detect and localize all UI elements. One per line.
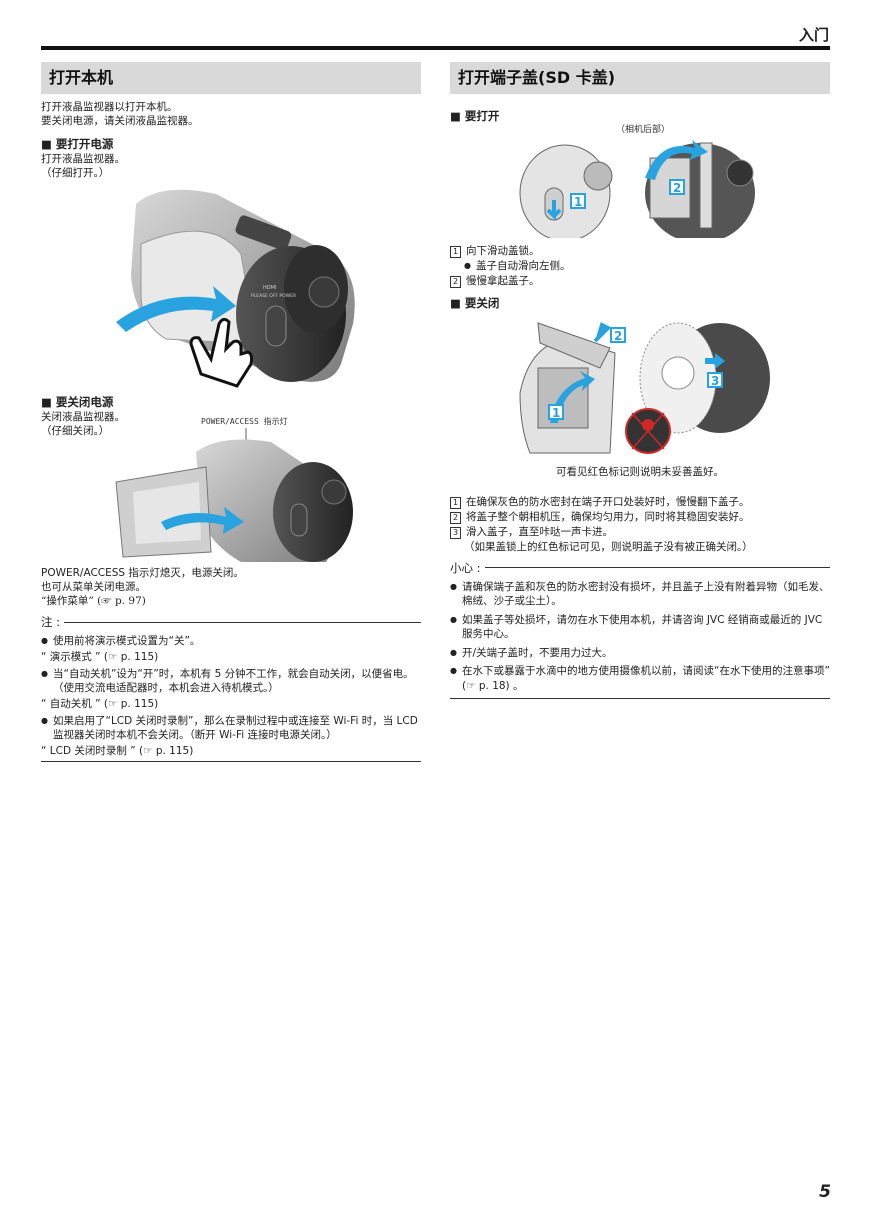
note-end-rule <box>41 760 421 762</box>
caution-heading: 小心 : <box>450 560 830 576</box>
intro-line: 要关闭电源，请关闭液晶监视器。 <box>41 115 199 127</box>
step-text: 慢慢拿起盖子。 <box>466 274 540 287</box>
caution-item[interactable]: 在水下或暴露于水滴中的地方使用摄像机以前，请阅读“在水下使用的注意事项” (☞ … <box>450 664 830 693</box>
close-marker-3: 3 <box>711 374 719 388</box>
open-step: 2 慢慢拿起盖子。 <box>450 274 830 289</box>
step-number: 2 <box>450 275 461 288</box>
step-text: 在确保灰色的防水密封在端子开口处装好时，慢慢翻下盖子。 <box>466 495 750 508</box>
power-access-callout: POWER/ACCESS 指示灯 <box>201 416 288 426</box>
step-number: 3 <box>450 526 461 539</box>
intro-line: 打开液晶监视器以打开本机。 <box>41 101 178 113</box>
open-cover-illustration: （相机后部） 1 2 <box>519 123 755 238</box>
note-ref-link[interactable]: “ 演示模式 ” (☞ p. 115) <box>41 650 159 663</box>
close-step: 2 将盖子整个朝相机压，确保均匀用力，同时将其稳固安装好。 <box>450 510 830 525</box>
step-number: 1 <box>450 246 461 258</box>
power-on-line: （仔细打开。） <box>41 167 110 179</box>
after-line: POWER/ACCESS 指示灯熄灭，电源关闭。 <box>41 567 244 579</box>
caution-item: 请确保端子盖和灰色的防水密封没有损坏，并且盖子上没有附着异物（如毛发、棉绒、沙子… <box>450 580 830 609</box>
open-heading: 要打开 <box>450 108 830 124</box>
right-column: 打开端子盖(SD 卡盖) 要打开 （相机后部） 1 2 1 向下滑动盖锁。 盖子自… <box>450 62 830 699</box>
close-arrow-icon <box>161 507 244 534</box>
section-title-cover: 打开端子盖(SD 卡盖) <box>450 62 830 94</box>
header-rule <box>41 46 830 50</box>
close-paren-note: （如果盖锁上的红色标记可见，则说明盖子没有被正确关闭。） <box>464 540 753 553</box>
caution-label: 小心 : <box>450 560 481 575</box>
power-off-line: （仔细关闭。） <box>41 425 110 437</box>
open-step: 1 向下滑动盖锁。 <box>450 244 830 259</box>
cam-label-hdmi: HDMI <box>263 285 276 291</box>
page-number: 5 <box>819 1182 831 1202</box>
note-label: 注 : <box>41 615 61 629</box>
step-number: 1 <box>450 496 461 509</box>
open-caption: （相机后部） <box>616 123 670 135</box>
hand-icon <box>189 317 254 388</box>
note-item: 如果启用了“LCD 关闭时录制”，那么在录制过程中或连接至 Wi-Fi 时，当 … <box>41 714 421 743</box>
step-text: 将盖子整个朝相机压，确保均匀用力，同时将其稳固安装好。 <box>466 510 750 523</box>
caution-item: 开/关端子盖时，不要用力过大。 <box>450 646 830 661</box>
camera-open-illustration: HDMI PLEASE OFF POWER 4K <box>116 189 355 388</box>
caution-item: 如果盖子等处损坏，请勿在水下使用本机，并请咨询 JVC 经销商或最近的 JVC … <box>450 613 830 642</box>
close-step: 1 在确保灰色的防水密封在端子开口处装好时，慢慢翻下盖子。 <box>450 495 830 510</box>
step-marker-2: 2 <box>673 181 681 195</box>
step-number: 2 <box>450 511 461 524</box>
left-column: 打开本机 打开液晶监视器以打开本机。 要关闭电源，请关闭液晶监视器。 要打开电源… <box>41 62 421 762</box>
step-text: 向下滑动盖锁。 <box>466 245 540 257</box>
note-item: 当“自动关机”设为“开”时，本机有 5 分钟不工作，就会自动关闭，以便省电。（使… <box>41 667 421 696</box>
caution-end-rule <box>450 698 830 699</box>
menu-ref-link[interactable]: “操作菜单” (☞ p. 97) <box>41 595 146 607</box>
note-item: 使用前将演示模式设置为“关”。 <box>41 634 421 649</box>
camera-close-illustration: POWER/ACCESS 指示灯 <box>115 416 353 562</box>
power-off-heading: 要关闭电源 <box>41 394 421 410</box>
step-marker-1: 1 <box>574 195 582 209</box>
note-ref-link[interactable]: “ 自动关机 ” (☞ p. 115) <box>41 697 159 710</box>
note-ref-link[interactable]: “ LCD 关闭时录制 ” (☞ p. 115) <box>41 744 194 757</box>
power-on-line: 打开液晶监视器。 <box>41 153 125 165</box>
open-arrow-icon <box>116 286 236 332</box>
close-marker-1: 1 <box>552 406 560 420</box>
step-text: 滑入盖子，直至咔哒一声卡进。 <box>466 525 613 538</box>
close-cover-illustration: 1 2 3 <box>519 321 770 454</box>
close-step: 3 滑入盖子，直至咔哒一声卡进。 <box>450 525 830 540</box>
header-chapter: 入门 <box>798 26 829 44</box>
red-mark-icon <box>642 418 654 431</box>
close-caption: 可看见红色标记则说明未妥善盖好。 <box>556 465 724 478</box>
power-off-line: 关闭液晶监视器。 <box>41 411 125 423</box>
open-sub-note: 盖子自动滑向左侧。 <box>464 259 830 274</box>
section-title-power: 打开本机 <box>41 62 421 94</box>
note-heading: 注 : <box>41 614 421 630</box>
close-marker-2: 2 <box>614 329 622 343</box>
cam-label-power: PLEASE OFF POWER <box>251 293 296 299</box>
close-heading: 要关闭 <box>450 295 830 311</box>
after-line: 也可从菜单关闭电源。 <box>41 581 146 593</box>
power-on-heading: 要打开电源 <box>41 136 421 152</box>
